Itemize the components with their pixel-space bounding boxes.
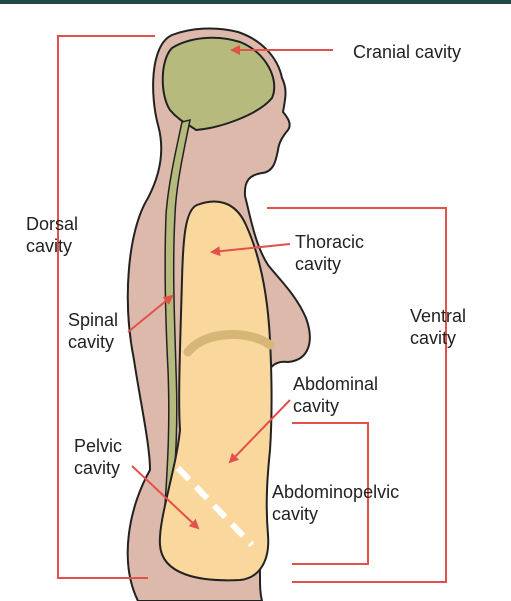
dorsal-cavity-label: Dorsal cavity [26, 214, 83, 256]
abdominopelvic-cavity-label: Abdominopelvic cavity [272, 482, 404, 524]
spinal-cavity-label: Spinal cavity [68, 310, 123, 352]
ventral-cavity-region [158, 200, 273, 582]
cranial-cavity-region [161, 36, 276, 132]
pelvic-cavity-label: Pelvic cavity [74, 436, 127, 478]
abdominal-arrow [228, 399, 291, 464]
thoracic-arrow [210, 243, 291, 257]
cranial-cavity-label: Cranial cavity [353, 42, 461, 62]
abdominopelvic-bracket [292, 422, 369, 565]
spinal-arrow [127, 294, 174, 333]
pelvic-arrow [131, 465, 200, 530]
abdominal-cavity-label: Abdominal cavity [293, 374, 383, 416]
top-border [0, 0, 511, 4]
thoracic-cavity-label: Thoracic cavity [295, 232, 369, 274]
dorsal-bracket [57, 35, 155, 579]
ventral-bracket [267, 207, 447, 583]
pelvic-divider [175, 465, 255, 548]
ventral-cavity-label: Ventral cavity [410, 306, 471, 348]
diaphragm [183, 330, 275, 357]
